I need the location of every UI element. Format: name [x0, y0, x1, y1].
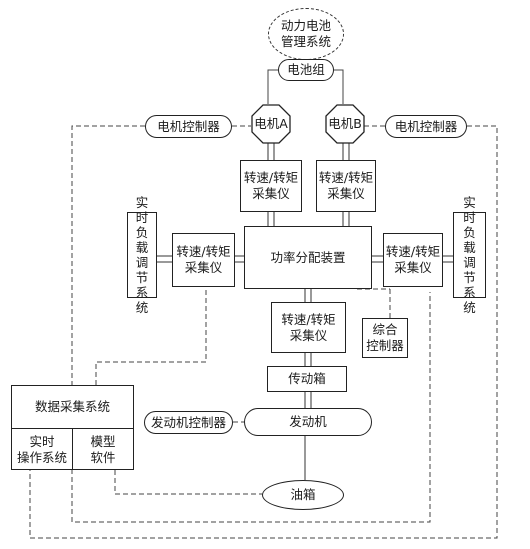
dashed-daq-sensor	[95, 287, 207, 385]
shaft-motor-a	[267, 143, 275, 160]
model-software-label: 模型 软件	[90, 434, 116, 465]
daq-group: 数据采集系统 实时 操作系统 模型 软件	[11, 385, 134, 470]
engine-controller: 发动机控制器	[144, 411, 233, 434]
shaft-motor-b	[342, 143, 350, 160]
motor-controller-right: 电机控制器	[385, 115, 467, 138]
daq-label: 数据采集系统	[34, 399, 110, 414]
motor-a-label: 电机A	[254, 116, 288, 131]
gearbox-node: 传动箱	[267, 366, 347, 392]
sensor-top-right: 转速/转矩 采集仪	[316, 160, 376, 212]
dashed-right-loop	[29, 125, 498, 539]
shaft-mid-left	[235, 255, 244, 263]
load-system-right-label: 实时负载调节系统	[463, 195, 476, 315]
shaft-gearbox	[304, 392, 312, 408]
battery-node: 电池组	[278, 59, 334, 81]
motor-a-octagon	[251, 104, 291, 144]
sensor-bottom: 转速/转矩 采集仪	[271, 302, 346, 353]
dashed-left-loop	[71, 125, 431, 523]
line-battery-motor-b	[334, 69, 344, 104]
rtos-label: 实时 操作系统	[16, 434, 67, 465]
load-system-left: 实时负载调节系统	[127, 195, 157, 315]
power-split-device: 功率分配装置	[244, 226, 372, 289]
shaft-load-right	[443, 255, 453, 263]
load-system-left-label: 实时负载调节系统	[135, 195, 149, 315]
bms-node: 动力电池 管理系统	[268, 8, 344, 60]
line-battery-motor-a	[267, 69, 278, 104]
sensor-mid-right: 转速/转矩 采集仪	[383, 233, 443, 287]
engine-node: 发动机	[244, 408, 372, 436]
motor-controller-left: 电机控制器	[145, 115, 232, 138]
daq-divider-v	[72, 428, 73, 469]
shaft-sensor-tr	[342, 212, 350, 226]
shaft-sensor-tl	[267, 212, 275, 226]
sensor-mid-left: 转速/转矩 采集仪	[172, 233, 235, 287]
sensor-top-left: 转速/转矩 采集仪	[240, 160, 302, 212]
motor-b-octagon	[325, 104, 365, 144]
motor-b-node: 电机B	[325, 104, 365, 144]
shaft-load-left	[157, 255, 172, 263]
integrated-controller: 综合 控制器	[362, 318, 408, 358]
shaft-power-bottom	[304, 289, 312, 302]
motor-a-node: 电机A	[251, 104, 291, 144]
motor-b-label: 电机B	[328, 116, 362, 131]
dashed-model-tank	[114, 470, 262, 495]
load-system-right: 实时负载调节系统	[453, 195, 486, 315]
shaft-sensor-bottom	[304, 353, 312, 366]
shaft-mid-right	[372, 255, 383, 263]
fuel-tank-node: 油箱	[262, 480, 344, 510]
